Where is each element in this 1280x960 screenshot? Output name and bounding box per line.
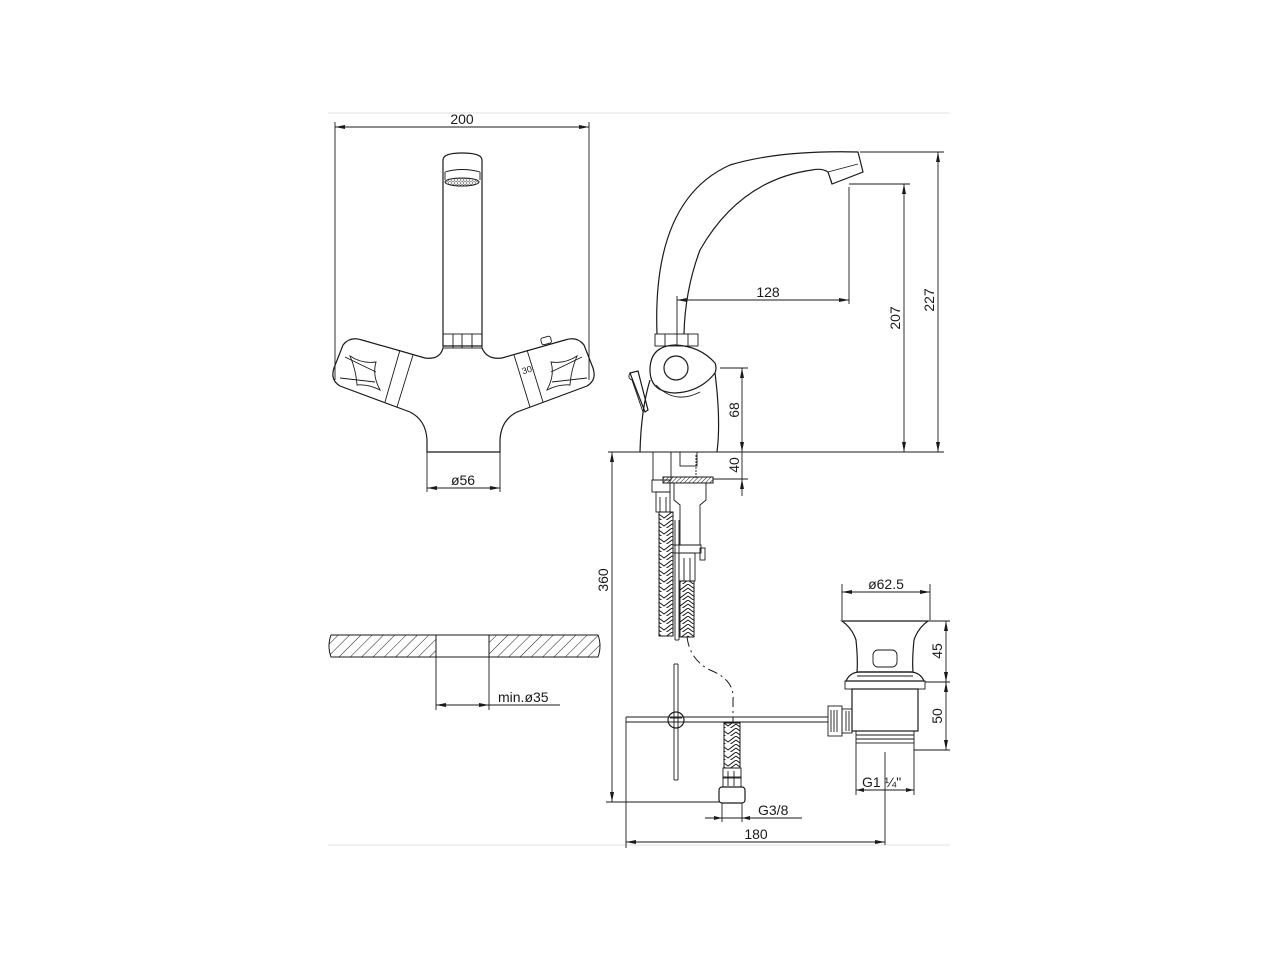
dim-outlet-height: 207	[887, 306, 903, 330]
dim-flange-diameter: ø62.5	[868, 576, 904, 592]
dim-total-installation-height: 360	[595, 568, 611, 592]
dim-body-height: 50	[929, 708, 945, 724]
handle-marking: 30	[521, 364, 534, 377]
dim-overall-height: 227	[921, 288, 937, 312]
dim-handle-axis-height: 68	[726, 402, 742, 418]
dim-plug-height: 45	[929, 643, 945, 659]
waste-view: ø62.5 45 50 G1 ¼" G3/8 180	[625, 576, 950, 848]
front-view: 200 30 ø56	[332, 111, 595, 492]
countertop-section-view: min.ø35	[328, 634, 601, 710]
dim-tap-to-waste-distance: 180	[744, 826, 768, 842]
side-view: 128 207 227 68 40 360	[595, 151, 944, 804]
dim-thread-size: G1 ¼"	[862, 774, 901, 790]
dim-hole-diameter: min.ø35	[498, 689, 549, 705]
dim-overall-width: 200	[450, 111, 474, 127]
dim-spout-reach: 128	[756, 284, 780, 300]
dim-base-diameter: ø56	[451, 472, 475, 488]
dim-hose-connection: G3/8	[758, 802, 789, 818]
dim-shank-length: 40	[726, 457, 742, 473]
